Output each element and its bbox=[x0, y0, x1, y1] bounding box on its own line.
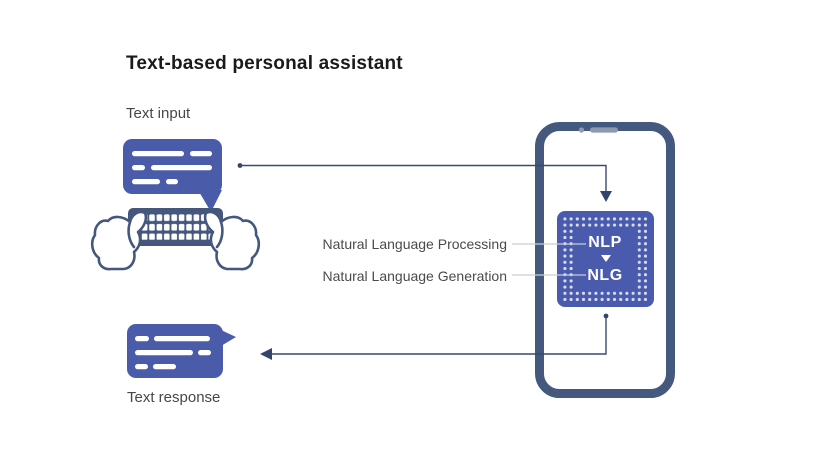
phone-camera-icon bbox=[578, 127, 585, 133]
text-response-label: Text response bbox=[127, 389, 221, 406]
nlp-full-label: Natural Language Processing bbox=[322, 236, 507, 252]
input-flow-arrow bbox=[237, 163, 612, 202]
right-hand-icon bbox=[203, 210, 261, 271]
phone-speaker-icon bbox=[590, 127, 618, 133]
chip-nlg-text: NLG bbox=[587, 267, 623, 284]
keyboard-icon bbox=[128, 208, 223, 246]
page-title: Text-based personal assistant bbox=[126, 53, 403, 74]
text-response-bubble-icon bbox=[127, 324, 236, 378]
nlg-full-label: Natural Language Generation bbox=[322, 268, 507, 284]
left-hand-icon bbox=[90, 210, 148, 271]
chip-nlp-text: NLP bbox=[588, 234, 622, 251]
output-flow-arrow bbox=[260, 313, 609, 360]
text-input-label: Text input bbox=[126, 105, 191, 122]
chip-flow-arrow-down-icon bbox=[601, 255, 611, 262]
text-input-bubble-icon bbox=[123, 139, 222, 212]
